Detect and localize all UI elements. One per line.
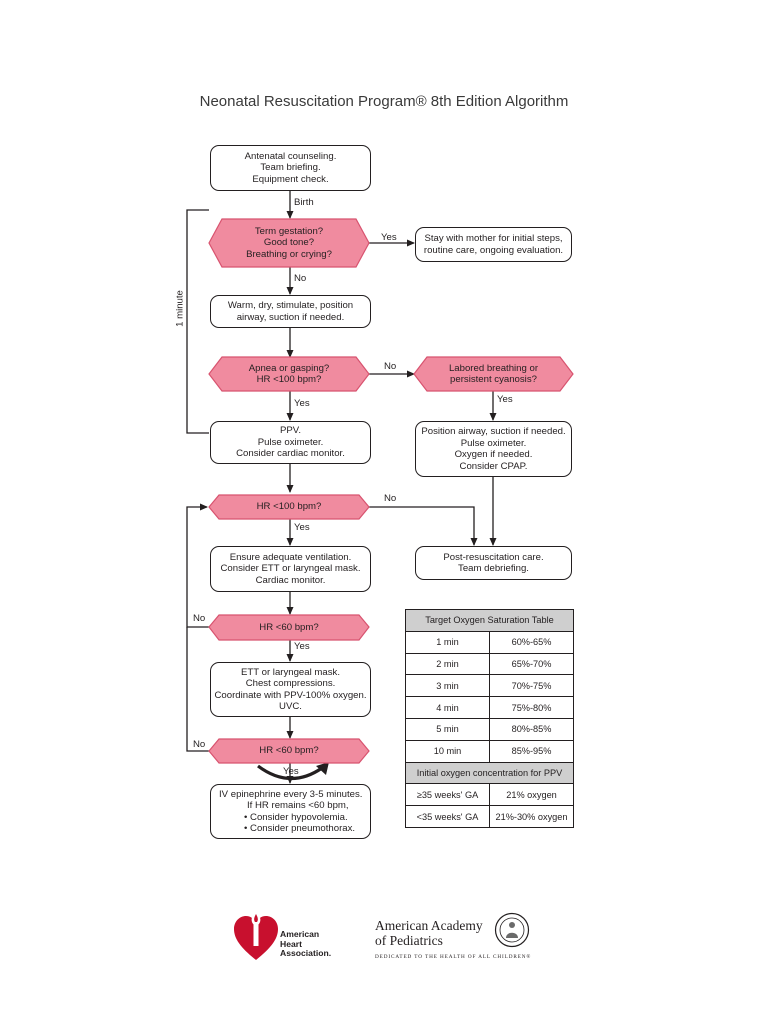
decision-term-gestation xyxy=(208,218,370,268)
page-title: Neonatal Resuscitation Program® 8th Edit… xyxy=(199,93,569,110)
stay-with-mother-box: Stay with mother for initial steps, rout… xyxy=(415,227,572,262)
hr-100-text: HR <100 bpm? xyxy=(256,501,322,513)
ppv-oxygen-header: Initial oxygen concentration for PPV xyxy=(404,761,575,785)
yes-label-hr100: Yes xyxy=(294,522,310,533)
position-airway-box: Position airway, suction if needed. Puls… xyxy=(415,421,572,477)
hr-60-first-text: HR <60 bpm? xyxy=(259,621,319,633)
arrow-hr60b-no-loop xyxy=(186,627,209,752)
aha-heart-torch-logo xyxy=(234,910,278,960)
antenatal-box: Antenatal counseling. Team briefing. Equ… xyxy=(210,145,371,191)
warm-dry-box: Warm, dry, stimulate, position airway, s… xyxy=(210,295,371,328)
epinephrine-loop-arrow xyxy=(257,764,323,781)
term-gestation-text: Term gestation? Good tone? Breathing or … xyxy=(246,225,332,260)
yes-label-hr60-second: Yes xyxy=(283,766,299,777)
o2-table-header: Target Oxygen Saturation Table xyxy=(404,609,575,632)
decision-labored-breathing xyxy=(413,356,574,392)
birth-label: Birth xyxy=(294,197,314,208)
ensure-ventilation-box: Ensure adequate ventilation. Consider ET… xyxy=(210,546,371,592)
yes-label-hr60-first: Yes xyxy=(294,641,310,652)
aap-wordmark: American Academy of Pediatrics xyxy=(375,918,483,948)
aap-seal-icon xyxy=(494,912,530,948)
yes-label-apnea: Yes xyxy=(294,398,310,409)
labored-breathing-text: Labored breathing or persistent cyanosis… xyxy=(448,362,539,386)
aap-tagline: DEDICATED TO THE HEALTH OF ALL CHILDREN® xyxy=(375,954,532,960)
hr-60-second-text: HR <60 bpm? xyxy=(259,745,319,757)
decision-hr-60-first xyxy=(208,614,370,641)
aha-wordmark: American Heart Association. xyxy=(280,929,332,959)
epinephrine-box: IV epinephrine every 3-5 minutes. If HR … xyxy=(210,784,371,839)
arrow-hr100-no-to-post xyxy=(369,506,478,546)
one-minute-bracket xyxy=(186,209,209,434)
ppv-box: PPV. Pulse oximeter. Consider cardiac mo… xyxy=(210,421,371,464)
yes-label-labored: Yes xyxy=(497,394,513,405)
no-label-term: No xyxy=(294,273,307,284)
apnea-gasping-text: Apnea or gasping? HR <100 bpm? xyxy=(248,362,330,386)
decision-hr-60-second xyxy=(208,738,370,764)
one-minute-label: 1 minute xyxy=(174,290,186,327)
no-label-hr60-first: No xyxy=(193,613,206,624)
arrow-hr60-no-loop xyxy=(186,503,209,628)
no-label-hr60-second: No xyxy=(193,739,206,750)
post-resuscitation-box: Post-resuscitation care. Team debriefing… xyxy=(415,546,572,580)
decision-hr-100 xyxy=(208,494,370,520)
ett-compressions-box: ETT or laryngeal mask. Chest compression… xyxy=(210,662,371,717)
decision-apnea-gasping xyxy=(208,356,370,392)
no-label-hr100: No xyxy=(384,493,397,504)
yes-label-term: Yes xyxy=(381,232,397,243)
no-label-apnea: No xyxy=(384,361,397,372)
